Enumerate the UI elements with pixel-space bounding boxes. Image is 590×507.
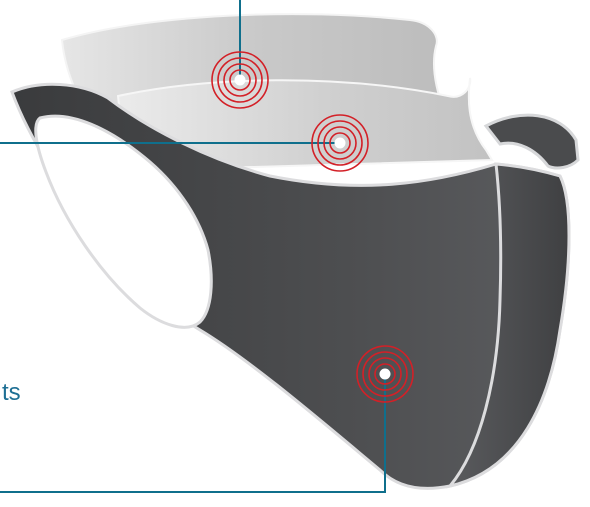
partial-label: ts (2, 379, 21, 406)
ear-strap-right (486, 115, 578, 168)
